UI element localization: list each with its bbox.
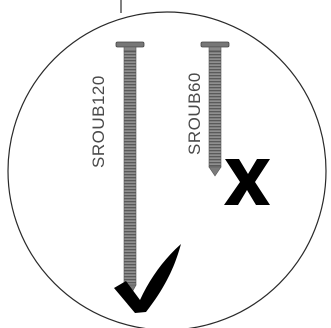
screw-60-label: SROUB60 [185,72,204,155]
screw-120-neck [124,47,136,51]
screw-120-head [116,42,144,47]
screw-60-head [201,42,229,47]
screw-120-label: SROUB120 [89,75,108,168]
screw-120-shaft [124,51,136,285]
screw-60-neck [209,47,221,51]
detail-circle [8,12,326,328]
screw-60-shaft [209,51,221,167]
